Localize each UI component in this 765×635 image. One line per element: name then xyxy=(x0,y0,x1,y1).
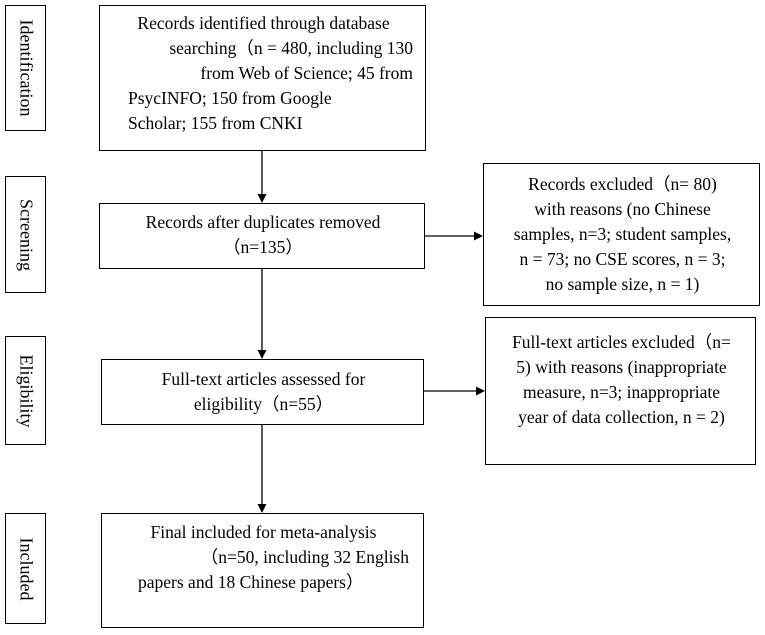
box-records-screened: Records after duplicates removed （n=135） xyxy=(99,203,425,269)
excluded-screen-line-3: samples, n=3; student samples, xyxy=(513,224,732,244)
box-fulltext-assessed-text: Full-text articles assessed for eligibil… xyxy=(102,367,425,417)
stage-identification-label: Identification xyxy=(16,19,36,117)
stage-eligibility-label: Eligibility xyxy=(16,353,36,428)
box-records-excluded: Records excluded（n= 80) with reasons (no… xyxy=(483,163,760,306)
screened-line-2: （n=135） xyxy=(223,237,303,257)
assessed-line-1: Full-text articles assessed for xyxy=(161,369,366,389)
excluded-fulltext-line-1: Full-text articles excluded（n= xyxy=(512,332,731,352)
box-records-screened-text: Records after duplicates removed （n=135） xyxy=(100,210,426,260)
stage-screening-label: Screening xyxy=(16,198,36,271)
final-line-2: （n=50, including 32 English xyxy=(200,547,409,567)
excluded-screen-line-4: n = 73; no CSE scores, n = 3; xyxy=(519,249,726,269)
stage-screening: Screening xyxy=(5,176,46,293)
identified-line-3: from Web of Science; 45 from xyxy=(200,63,413,83)
box-fulltext-excluded: Full-text articles excluded（n= 5) with r… xyxy=(485,317,756,465)
assessed-line-2: eligibility（n=55） xyxy=(193,394,334,414)
excluded-fulltext-line-3: measure, n=3; inappropriate xyxy=(523,382,720,402)
box-records-excluded-text: Records excluded（n= 80) with reasons (no… xyxy=(484,172,761,297)
excluded-fulltext-line-2: 5) with reasons (inappropriate xyxy=(516,357,727,377)
final-line-1: Final included for meta-analysis xyxy=(150,522,377,542)
box-fulltext-assessed: Full-text articles assessed for eligibil… xyxy=(101,359,424,425)
stage-included: Included xyxy=(5,513,46,624)
identified-line-5: Scholar; 155 from CNKI xyxy=(128,113,303,133)
stage-included-label: Included xyxy=(16,537,36,600)
excluded-screen-line-1: Records excluded（n= 80) xyxy=(528,174,717,194)
box-final-included: Final included for meta-analysis （n=50, … xyxy=(101,513,424,628)
identified-line-1: Records identified through database xyxy=(137,13,390,33)
box-final-included-text: Final included for meta-analysis （n=50, … xyxy=(102,520,425,595)
box-fulltext-excluded-text: Full-text articles excluded（n= 5) with r… xyxy=(486,330,757,430)
final-line-3: papers and 18 Chinese papers） xyxy=(138,572,364,592)
box-records-identified-text: Records identified through database sear… xyxy=(100,11,427,136)
stage-eligibility: Eligibility xyxy=(5,336,46,445)
excluded-fulltext-line-4: year of data collection, n = 2) xyxy=(518,407,725,427)
excluded-screen-line-2: with reasons (no Chinese xyxy=(534,199,711,219)
identified-line-4: PsycINFO; 150 from Google xyxy=(128,88,332,108)
stage-identification: Identification xyxy=(5,5,46,131)
screened-line-1: Records after duplicates removed xyxy=(145,212,381,232)
identified-line-2: searching（n = 480, including 130 xyxy=(169,38,413,58)
excluded-screen-line-5: no sample size, n = 1) xyxy=(545,274,700,294)
box-records-identified: Records identified through database sear… xyxy=(99,5,426,151)
